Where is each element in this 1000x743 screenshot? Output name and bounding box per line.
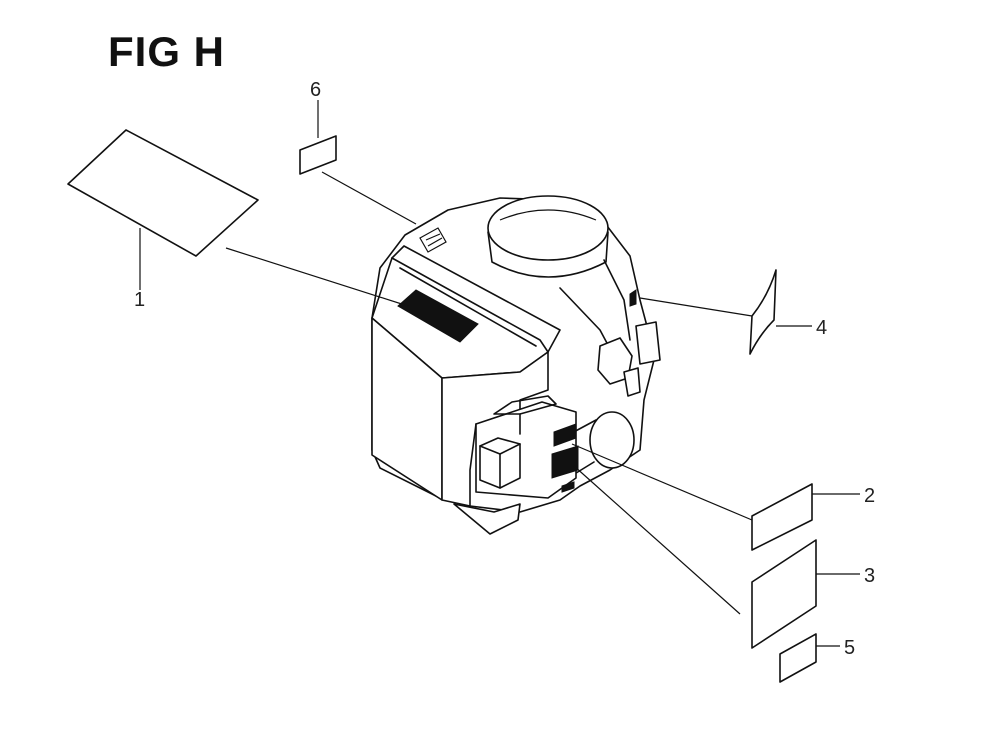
figure-title: FIG H — [108, 28, 225, 75]
decal-2 — [751, 483, 813, 551]
leader-lines — [139, 100, 860, 647]
decal-3 — [751, 539, 817, 649]
decal-4 — [749, 269, 777, 355]
callout-1: 1 — [134, 289, 145, 311]
callout-3: 3 — [864, 565, 875, 587]
engine-body — [371, 195, 661, 535]
decal-5 — [779, 633, 817, 683]
callout-4: 4 — [816, 317, 827, 339]
callout-5: 5 — [844, 637, 855, 659]
decal-6 — [299, 135, 337, 175]
callout-2: 2 — [864, 485, 875, 507]
decal-1 — [67, 129, 259, 257]
callout-6: 6 — [310, 79, 321, 101]
